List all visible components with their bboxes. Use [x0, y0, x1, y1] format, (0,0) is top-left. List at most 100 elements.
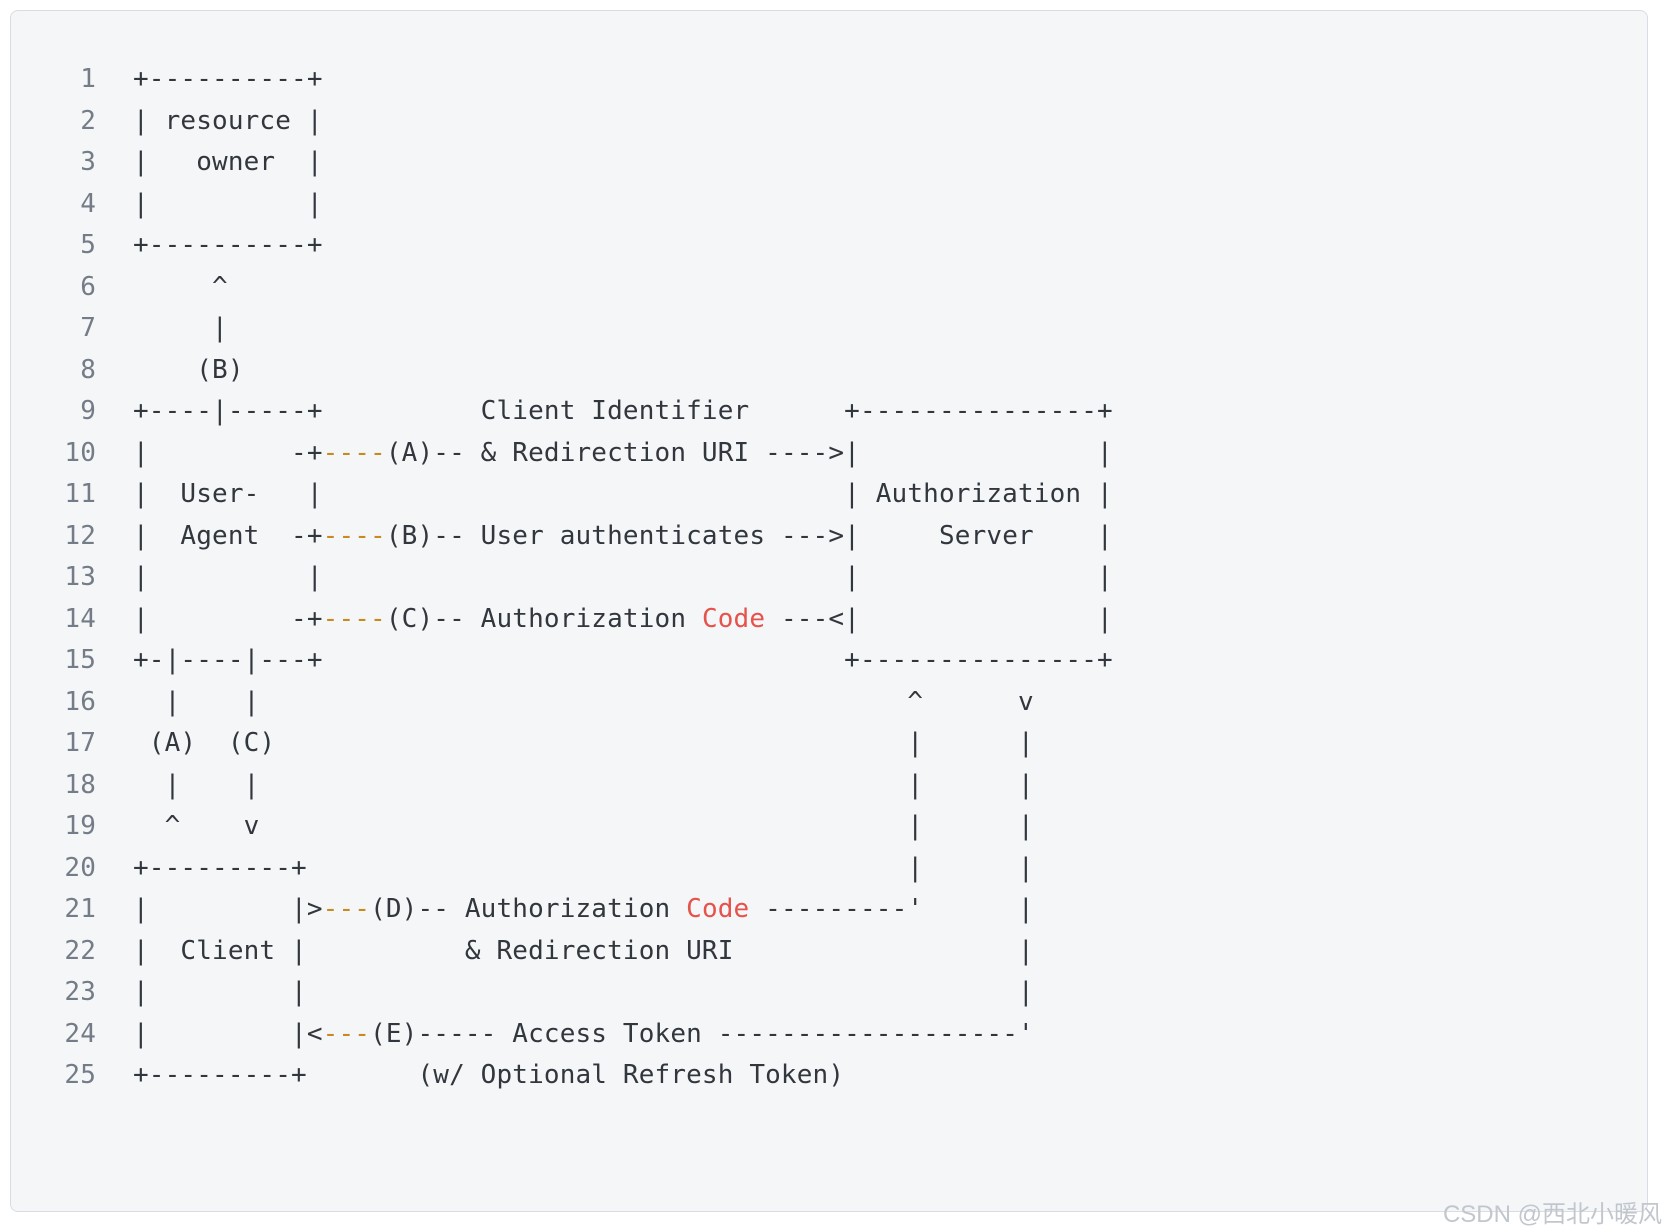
code-text: ^: [133, 267, 228, 309]
line-number: 4: [80, 188, 96, 219]
code-line: 1 +----------+: [11, 59, 1647, 101]
line-number: 21: [64, 894, 96, 924]
line-number: 20: [64, 852, 96, 883]
line-number: 7: [80, 313, 96, 343]
code-lines: 1 +----------+ 2| resource | 3 | owner | 4 | |…: [11, 11, 1647, 1097]
code-segment: (D)-- Authorization: [370, 894, 687, 924]
code-line: 2| resource |: [11, 101, 1647, 143]
code-line: 6 ^: [11, 267, 1647, 309]
code-line: 12 | Agent -+----(B)-- User authenticates…: [11, 516, 1647, 558]
code-text: | |: [133, 184, 323, 226]
line-number: 2: [80, 105, 96, 136]
line-number: 19: [64, 811, 96, 841]
code-text: (A) (C) | |: [133, 723, 1034, 765]
line-number: 17: [64, 728, 96, 758]
code-text: | | | |: [133, 557, 1113, 599]
line-number: 14: [64, 603, 96, 634]
code-segment: | | ^ v: [133, 686, 1034, 717]
code-text: | | | |: [133, 765, 1034, 807]
code-line: 20 +---------+ | |: [11, 848, 1647, 890]
code-text: +----------+: [133, 225, 323, 267]
line-number: 11: [64, 479, 96, 509]
code-segment: (C)-- Authorization: [385, 603, 702, 634]
code-text: +---------+ (w/ Optional Refresh Token): [133, 1055, 844, 1097]
line-number: 12: [64, 520, 96, 551]
code-line: 10 | -+----(A)-- & Redirection URI ---->|…: [11, 433, 1647, 475]
code-text: +-|----|---+ +---------------+: [133, 640, 1113, 682]
code-line: 4 | |: [11, 184, 1647, 226]
code-line: 11 | User- | | Authorization |: [11, 474, 1647, 516]
code-text: | | |: [133, 972, 1034, 1014]
code-segment: +----------+: [133, 64, 323, 94]
line-number: 9: [80, 396, 96, 426]
code-text: +----------+: [133, 59, 323, 101]
code-segment: | Client | & Redirection URI |: [133, 935, 1034, 966]
code-segment-accent: ----: [322, 520, 386, 551]
code-line: 23 | | |: [11, 972, 1647, 1014]
code-segment: ---------' |: [749, 894, 1034, 924]
code-segment: +---------+ | |: [133, 852, 1034, 883]
code-line: 25 +---------+ (w/ Optional Refresh Token…: [11, 1055, 1647, 1097]
code-segment-red: Code: [701, 603, 766, 634]
code-line: 5 +----------+: [11, 225, 1647, 267]
code-line: 15+-|----|---+ +---------------+: [11, 640, 1647, 682]
code-segment: | -+: [133, 437, 323, 468]
code-line: 7 |: [11, 308, 1647, 350]
line-number: 25: [64, 1060, 96, 1090]
code-line: 13 | | | |: [11, 557, 1647, 599]
line-number: 13: [64, 562, 96, 592]
code-segment: | owner |: [133, 147, 323, 177]
code-text: | owner |: [133, 142, 323, 184]
line-number: 5: [80, 230, 96, 260]
line-number: 24: [64, 1018, 96, 1049]
code-segment: ^ v | |: [133, 811, 1034, 841]
line-number: 8: [80, 354, 96, 385]
code-line: 14 | -+----(C)-- Authorization Code ---<|…: [11, 599, 1647, 641]
code-segment: |: [133, 313, 228, 343]
code-line: 9 +----|-----+ Client Identifier +-------…: [11, 391, 1647, 433]
code-line: 8 (B): [11, 350, 1647, 392]
code-segment: (E)----- Access Token ------------------…: [370, 1018, 1034, 1049]
code-text: | User- | | Authorization |: [133, 474, 1113, 516]
code-text: | |>---(D)-- Authorization Code --------…: [133, 889, 1034, 931]
code-text: | -+----(C)-- Authorization Code ---<| |: [133, 599, 1113, 641]
code-segment: (A) (C) | |: [133, 728, 1034, 758]
code-segment: | |<: [133, 1018, 323, 1049]
code-text: (B): [133, 350, 244, 392]
code-segment: | | |: [133, 977, 1034, 1007]
code-segment: | | | |: [133, 562, 1113, 592]
code-block-card: 1 +----------+ 2| resource | 3 | owner | 4 | |…: [10, 10, 1648, 1212]
code-segment-accent: ----: [322, 603, 386, 634]
line-number: 22: [64, 935, 96, 966]
code-segment: (B)-- User authenticates --->| Server |: [385, 520, 1113, 551]
code-text: | |<---(E)----- Access Token -----------…: [133, 1014, 1034, 1056]
code-segment: | User- | | Authorization |: [133, 479, 1113, 509]
line-number: 23: [64, 977, 96, 1007]
code-text: |: [133, 308, 228, 350]
code-segment: | -+: [133, 603, 323, 634]
code-line: 19 ^ v | |: [11, 806, 1647, 848]
code-text: | Agent -+----(B)-- User authenticates -…: [133, 516, 1113, 558]
code-segment: ---<| |: [765, 603, 1113, 634]
code-segment: | |: [133, 188, 323, 219]
code-line: 18 | | | |: [11, 765, 1647, 807]
code-line: 16 | | ^ v: [11, 682, 1647, 724]
code-segment: | |>: [133, 894, 323, 924]
code-segment: ^: [133, 271, 228, 302]
line-number: 18: [64, 769, 96, 800]
code-segment: (A)-- & Redirection URI ---->| |: [385, 437, 1113, 468]
watermark: CSDN @西北小暖风: [1442, 1201, 1662, 1228]
code-line: 24 | |<---(E)----- Access Token ---------…: [11, 1014, 1647, 1056]
code-segment-accent: ----: [322, 437, 386, 468]
line-number: 3: [80, 147, 96, 177]
code-segment: | Agent -+: [133, 520, 323, 551]
line-number: 10: [64, 437, 96, 468]
code-text: +---------+ | |: [133, 848, 1034, 890]
code-text: ^ v | |: [133, 806, 1034, 848]
code-text: | Client | & Redirection URI |: [133, 931, 1034, 973]
code-segment-red: Code: [686, 894, 750, 924]
line-number: 1: [80, 64, 96, 94]
code-text: | | ^ v: [133, 682, 1034, 724]
code-segment: | | | |: [133, 769, 1034, 800]
code-text: +----|-----+ Client Identifier +--------…: [133, 391, 1113, 433]
